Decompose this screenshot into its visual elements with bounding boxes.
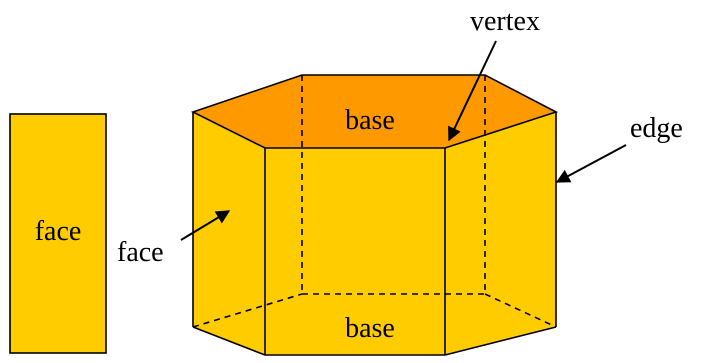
hidden-edge-bottom-left <box>192 293 303 328</box>
separate-face-label: face <box>35 216 82 247</box>
left-face <box>193 112 265 355</box>
front-face <box>265 148 445 355</box>
edge-arrow <box>555 144 627 183</box>
edge-bottom-right <box>444 326 557 356</box>
face-arrow <box>180 210 231 241</box>
edge-label: edge <box>630 113 683 144</box>
prism-face-label: face <box>117 237 164 268</box>
separate-face-rect <box>9 113 107 354</box>
bottom-base-label: base <box>345 313 395 344</box>
vertex-label: vertex <box>470 6 540 37</box>
vertex-arrow <box>448 40 497 142</box>
top-base-label: base <box>345 105 395 136</box>
edge-bottom-left <box>192 326 266 356</box>
hidden-edge-bottom-right <box>484 293 557 328</box>
